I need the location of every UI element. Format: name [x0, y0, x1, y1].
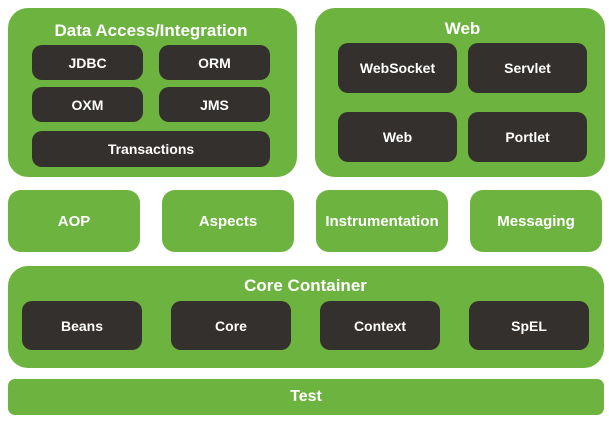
- data-access-panel-title: Data Access/Integration: [54, 21, 248, 40]
- core-container-panel-title: Core Container: [244, 276, 367, 295]
- core-container-modules: Beans Core Context SpEL: [22, 301, 589, 350]
- module-oxm: OXM: [32, 87, 143, 122]
- module-jms: JMS: [159, 87, 270, 122]
- block-aspects: Aspects: [162, 190, 294, 252]
- block-messaging: Messaging: [470, 190, 602, 252]
- panel-web: Web WebSocket Servlet Web Portlet: [315, 8, 605, 177]
- panel-data-access-integration: Data Access/Integration JDBC ORM OXM JMS…: [8, 8, 297, 177]
- module-web: Web: [338, 112, 457, 162]
- middle-layer-row: AOP Aspects Instrumentation Messaging: [8, 190, 602, 252]
- module-orm: ORM: [159, 45, 270, 80]
- module-transactions: Transactions: [32, 131, 270, 167]
- module-core: Core: [171, 301, 291, 350]
- block-instrumentation: Instrumentation: [316, 190, 448, 252]
- module-beans: Beans: [22, 301, 142, 350]
- web-modules: WebSocket Servlet Web Portlet: [338, 43, 587, 162]
- module-jdbc: JDBC: [32, 45, 143, 80]
- panel-core-container: Core Container Beans Core Context SpEL: [8, 266, 604, 368]
- data-access-modules: JDBC ORM OXM JMS Transactions: [32, 45, 270, 167]
- web-panel-title: Web: [444, 19, 481, 38]
- panel-test: Test: [8, 379, 604, 415]
- module-servlet: Servlet: [468, 43, 587, 93]
- module-spel: SpEL: [469, 301, 589, 350]
- module-portlet: Portlet: [468, 112, 587, 162]
- module-context: Context: [320, 301, 440, 350]
- module-websocket: WebSocket: [338, 43, 457, 93]
- block-aop: AOP: [8, 190, 140, 252]
